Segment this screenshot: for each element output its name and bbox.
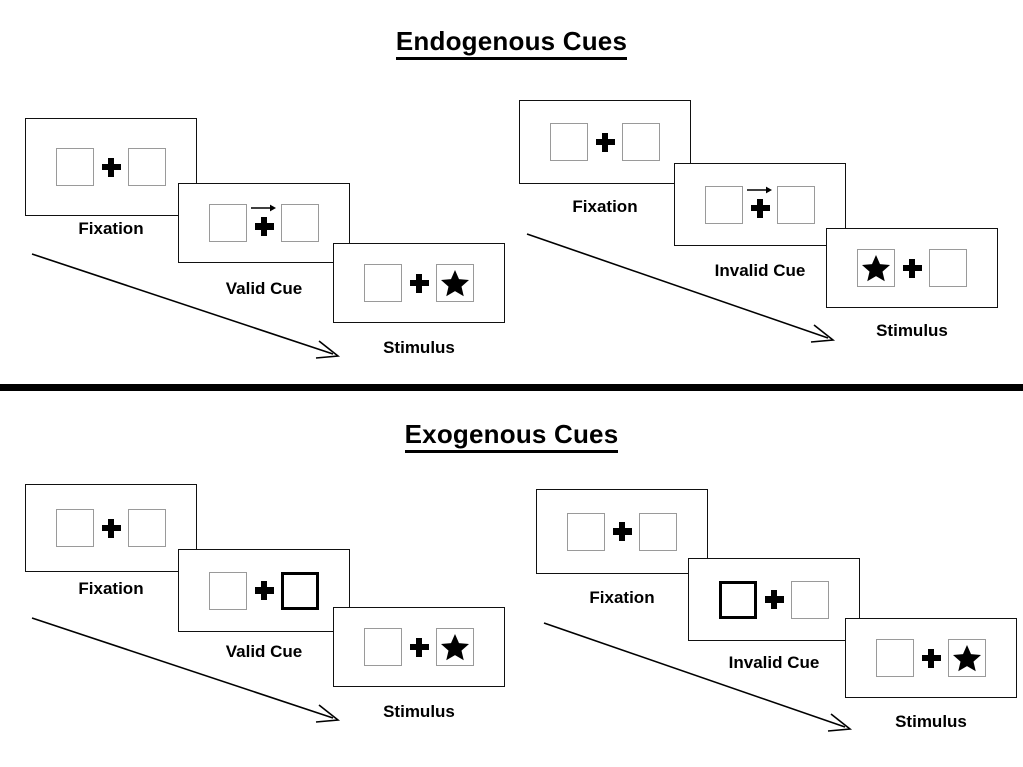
panel-exogenous-valid-stimulus	[333, 607, 505, 687]
panel-endogenous-valid-cue	[178, 183, 350, 263]
fixation-cross	[94, 147, 128, 187]
panel-content	[857, 248, 967, 288]
section-title-exogenous: Exogenous Cues	[0, 419, 1023, 453]
stimulus-box-left-target	[857, 249, 895, 287]
stimulus-box-right-target	[436, 264, 474, 302]
panel-label-exogenous-invalid-fixation: Fixation	[589, 588, 655, 607]
star-icon	[953, 645, 981, 672]
time-arrow-endogenous-invalid	[526, 233, 836, 343]
panel-label-exogenous-valid-stimulus: Stimulus	[383, 702, 455, 721]
section-title-endogenous-text: Endogenous Cues	[395, 26, 628, 60]
panel-label-exogenous-invalid-cue: Invalid Cue	[728, 653, 820, 672]
panel-exogenous-valid-cue	[178, 549, 350, 632]
arrow-cue-icon	[251, 204, 276, 212]
fixation-cross	[895, 248, 929, 288]
panel-content	[56, 147, 166, 187]
stimulus-box-right	[128, 509, 166, 547]
stimulus-box-left	[705, 185, 743, 224]
stimulus-box-left	[56, 509, 94, 547]
stimulus-box-right	[777, 185, 815, 224]
panel-label-endogenous-valid-stimulus: Stimulus	[383, 338, 455, 357]
star-icon	[862, 255, 890, 282]
panel-content	[705, 185, 815, 225]
stimulus-box-left-cued	[719, 580, 757, 619]
fixation-cross	[247, 571, 281, 611]
stimulus-box-left	[56, 148, 94, 186]
stimulus-box-right	[281, 204, 319, 242]
panel-content	[876, 638, 986, 678]
fixation-cross	[914, 638, 948, 678]
stimulus-box-right-target	[436, 628, 474, 666]
stimulus-box-right	[622, 123, 660, 161]
stimulus-box-left	[567, 512, 605, 551]
panel-content	[567, 512, 677, 552]
panel-label-exogenous-valid-fixation: Fixation	[78, 579, 144, 598]
stimulus-box-left	[364, 628, 402, 666]
panel-content	[719, 580, 829, 620]
panel-exogenous-valid-fixation	[25, 484, 197, 572]
fixation-cross	[605, 512, 639, 552]
stimulus-box-right	[929, 249, 967, 287]
stimulus-box-right	[639, 512, 677, 551]
arrow-cue-icon	[747, 186, 772, 193]
stimulus-box-left	[209, 204, 247, 242]
stimulus-box-right-target	[948, 639, 986, 677]
panel-content	[364, 263, 474, 303]
panel-endogenous-valid-stimulus	[333, 243, 505, 323]
stimulus-box-right	[128, 148, 166, 186]
fixation-cross	[402, 627, 436, 667]
star-icon	[441, 270, 469, 297]
panel-label-endogenous-invalid-fixation: Fixation	[572, 197, 638, 216]
fixation-cross	[402, 263, 436, 303]
section-title-exogenous-text: Exogenous Cues	[404, 419, 619, 453]
stimulus-box-left	[550, 123, 588, 161]
panel-exogenous-invalid-stimulus	[845, 618, 1017, 698]
fixation-cross	[588, 122, 622, 162]
panel-endogenous-invalid-fixation	[519, 100, 691, 184]
panel-label-exogenous-invalid-stimulus: Stimulus	[895, 712, 967, 731]
panel-content	[364, 627, 474, 667]
stimulus-box-right	[791, 580, 829, 619]
panel-label-endogenous-valid-fixation: Fixation	[78, 219, 144, 238]
stimulus-box-left	[876, 639, 914, 677]
stimulus-box-left	[364, 264, 402, 302]
fixation-cross-with-arrow-cue	[247, 203, 281, 243]
time-arrow-endogenous-valid	[31, 253, 341, 359]
panel-endogenous-invalid-cue	[674, 163, 846, 246]
stimulus-box-left	[209, 571, 247, 610]
star-icon	[441, 634, 469, 661]
panel-label-endogenous-invalid-stimulus: Stimulus	[876, 321, 948, 340]
panel-label-exogenous-valid-cue: Valid Cue	[225, 642, 303, 661]
section-title-endogenous: Endogenous Cues	[0, 26, 1023, 60]
panel-endogenous-valid-fixation	[25, 118, 197, 216]
section-divider	[0, 384, 1023, 391]
panel-label-endogenous-valid-cue: Valid Cue	[225, 279, 303, 298]
fixation-cross-with-arrow-cue	[743, 185, 777, 225]
stimulus-box-right-cued	[281, 571, 319, 610]
panel-label-endogenous-invalid-cue: Invalid Cue	[714, 261, 806, 280]
fixation-cross	[757, 580, 791, 620]
panel-content	[550, 122, 660, 162]
panel-content	[209, 571, 319, 611]
panel-content	[56, 508, 166, 548]
panel-endogenous-invalid-stimulus	[826, 228, 998, 308]
panel-exogenous-invalid-fixation	[536, 489, 708, 574]
panel-content	[209, 203, 319, 243]
panel-exogenous-invalid-cue	[688, 558, 860, 641]
fixation-cross	[94, 508, 128, 548]
